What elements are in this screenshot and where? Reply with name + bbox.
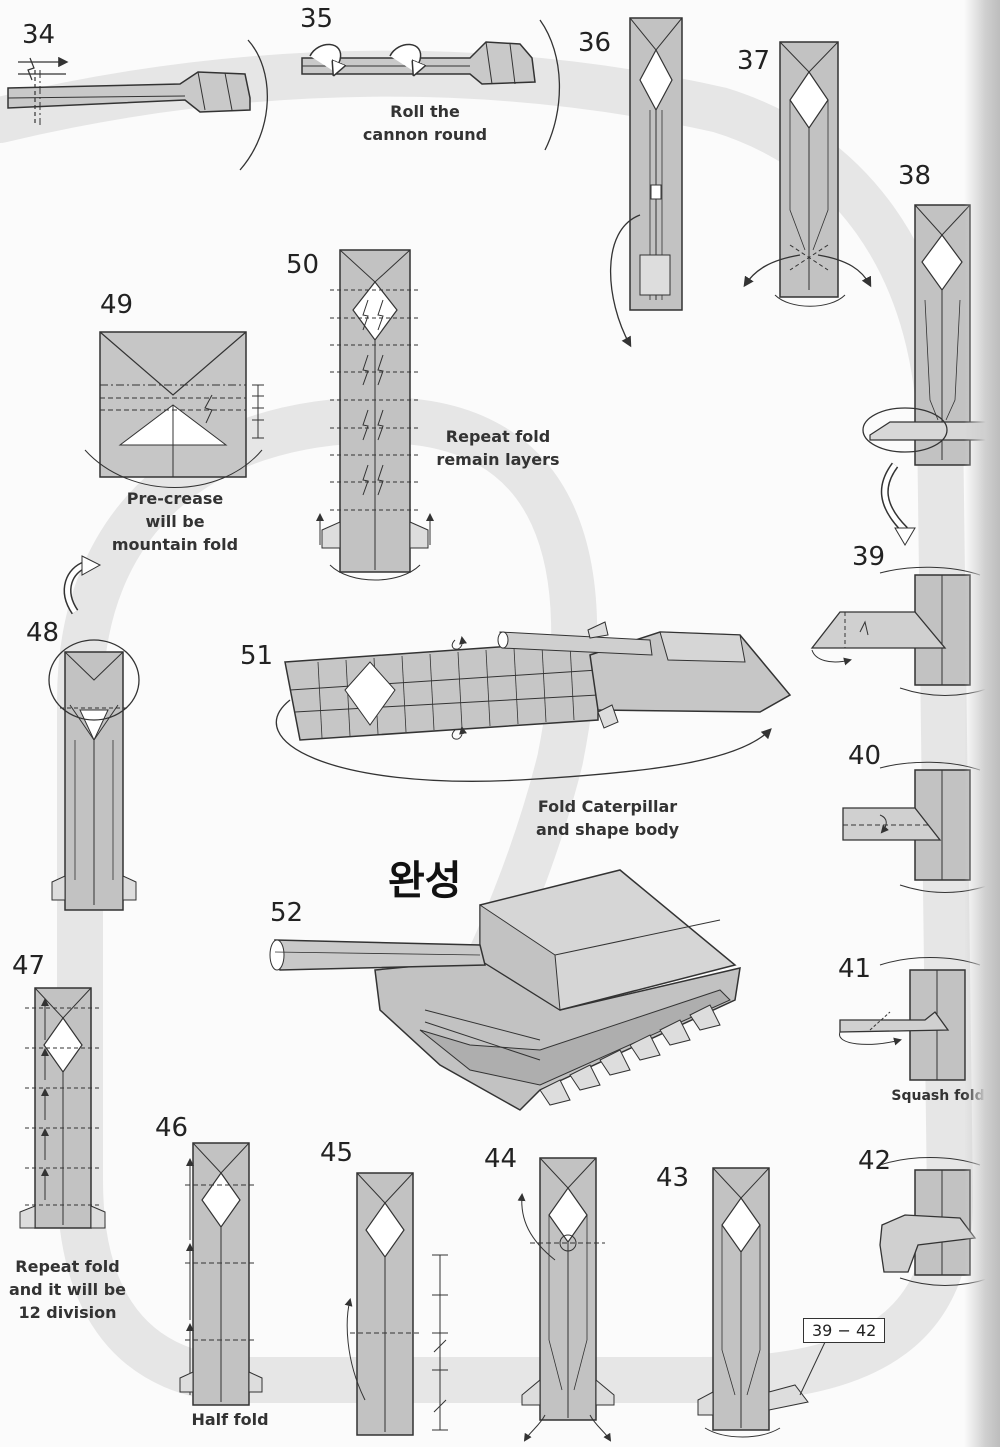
step-47-figure xyxy=(19,987,106,1229)
step-37-figure xyxy=(743,41,872,307)
step-35-figure xyxy=(301,19,561,151)
step-34-number: 34 xyxy=(22,20,56,50)
step-39-number: 39 xyxy=(852,542,886,572)
step-36-figure xyxy=(609,17,683,348)
step-47-number: 47 xyxy=(12,951,46,981)
step-51-caption: Fold Caterpillar and shape body xyxy=(535,797,680,839)
step-46-number: 46 xyxy=(155,1113,189,1143)
step-43-figure xyxy=(697,1167,827,1438)
step-37-number: 37 xyxy=(737,46,771,76)
step-49-caption: Pre-crease will be mountain fold xyxy=(111,489,239,554)
step-52-figure xyxy=(269,869,741,1111)
step-41-figure xyxy=(839,957,981,1081)
step-47-caption: Repeat fold and it will be 12 division xyxy=(8,1257,127,1322)
step-36-number: 36 xyxy=(578,28,612,58)
step-48-number: 48 xyxy=(26,618,60,648)
step-51-figure xyxy=(275,621,792,782)
step-50-figure xyxy=(316,249,434,581)
step-52-number: 52 xyxy=(270,898,304,928)
step-43-number: 43 xyxy=(656,1163,690,1193)
step-35-caption: Roll the cannon round xyxy=(362,102,488,144)
step-40-figure xyxy=(842,761,991,893)
step-44-figure xyxy=(517,1157,615,1442)
step-48-figure xyxy=(48,555,140,911)
step-35-number: 35 xyxy=(300,4,334,34)
complete-title: 완성 xyxy=(388,858,462,904)
step-reference-box: 39 − 42 xyxy=(803,1318,886,1343)
step-42-figure xyxy=(879,1157,991,1286)
page-edge-shadow xyxy=(964,0,1000,1447)
step-45-figure xyxy=(344,1172,448,1436)
step-42-number: 42 xyxy=(858,1146,892,1176)
step-51-number: 51 xyxy=(240,641,274,671)
step-34-figure xyxy=(7,39,268,171)
step-39-figure xyxy=(810,566,991,696)
step-44-number: 44 xyxy=(484,1144,518,1174)
step-45-number: 45 xyxy=(320,1138,354,1168)
step-49-figure xyxy=(84,331,264,488)
background-swoosh xyxy=(0,50,974,1403)
step-50-number: 50 xyxy=(286,250,320,280)
step-40-number: 40 xyxy=(848,741,882,771)
step-38-number: 38 xyxy=(898,161,932,191)
step-46-figure xyxy=(179,1142,263,1406)
step-50-caption: Repeat fold remain layers xyxy=(436,427,560,469)
step-41-number: 41 xyxy=(838,954,872,984)
step-46-caption: Half fold xyxy=(191,1410,269,1429)
step-49-number: 49 xyxy=(100,290,134,320)
